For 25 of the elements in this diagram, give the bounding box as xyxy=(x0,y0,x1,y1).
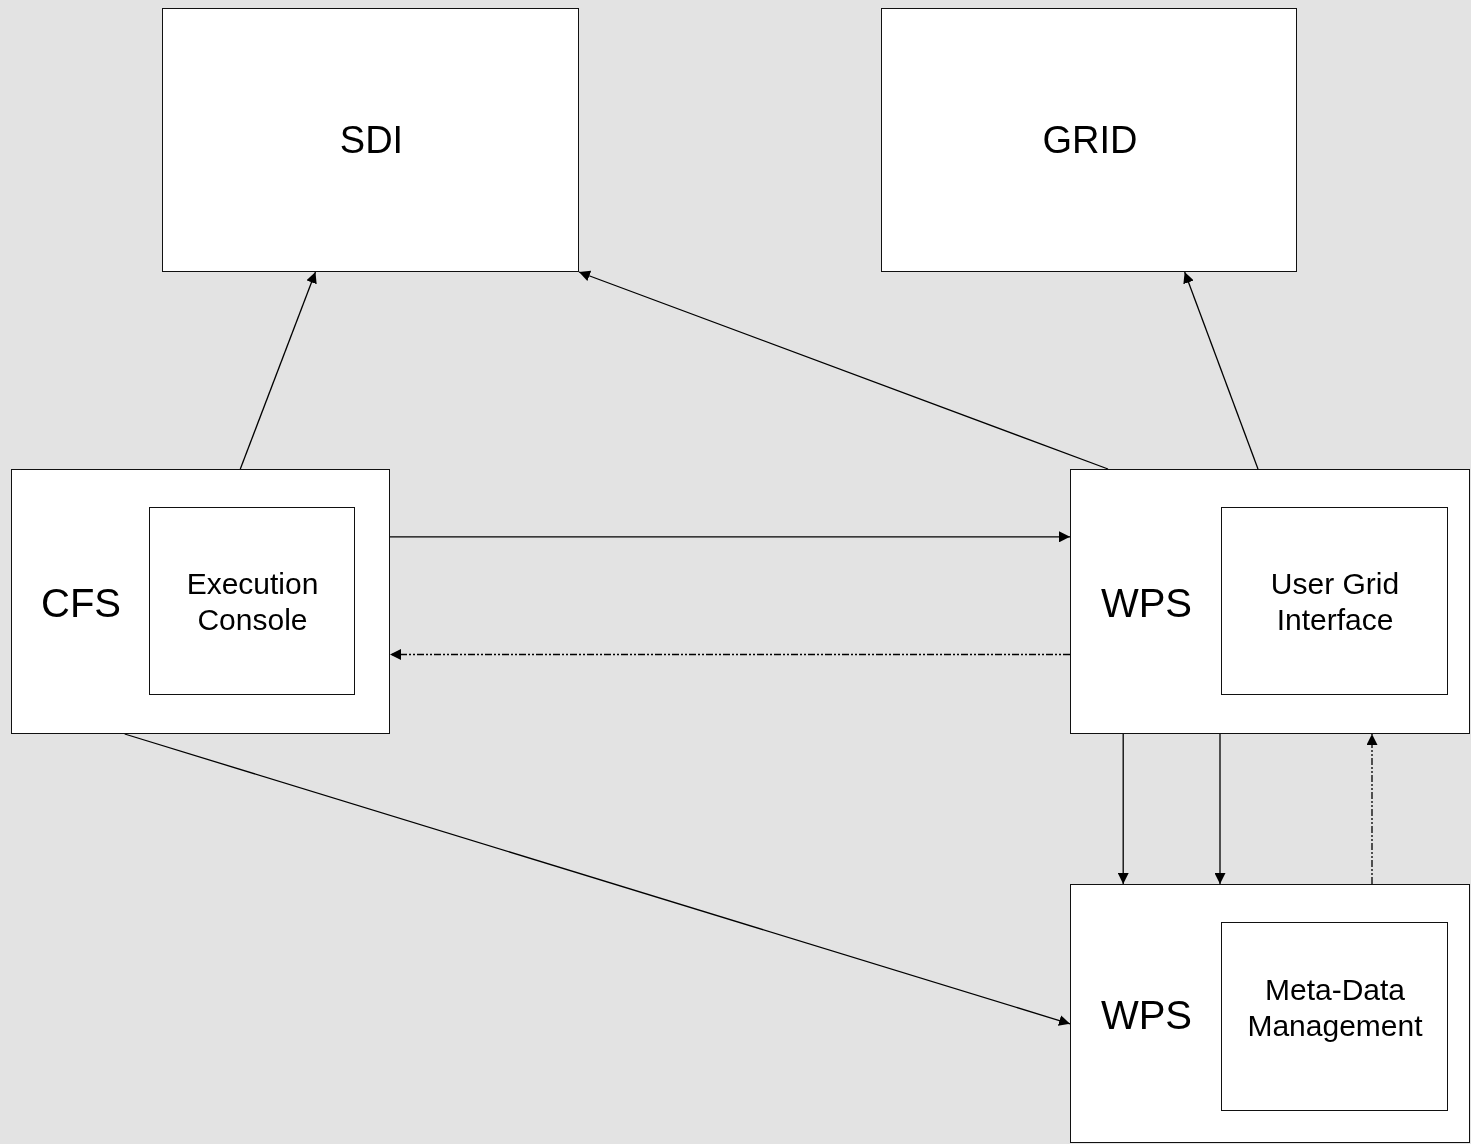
component-box xyxy=(1070,884,1470,1143)
component-label: GRID xyxy=(1042,118,1138,164)
module-label: User Grid Interface xyxy=(1269,565,1401,638)
component-box xyxy=(11,469,390,734)
arrow xyxy=(239,271,317,470)
arrow xyxy=(1117,733,1129,885)
arrow xyxy=(1214,733,1226,885)
module-label: Execution Console xyxy=(185,565,320,638)
component-label: CFS xyxy=(41,579,121,627)
arrow xyxy=(1183,271,1259,470)
module-box xyxy=(1220,506,1448,695)
module-box xyxy=(148,506,355,695)
arrow xyxy=(578,270,1109,470)
component-label: WPS xyxy=(1100,579,1193,627)
arrow xyxy=(124,733,1071,1026)
module-box xyxy=(1220,921,1448,1111)
component-box xyxy=(881,8,1297,272)
arrow xyxy=(389,649,1071,660)
component-box xyxy=(162,8,579,272)
component-box xyxy=(1070,469,1470,734)
arrow xyxy=(389,531,1071,543)
arrow xyxy=(1366,733,1378,885)
component-label: WPS xyxy=(1100,991,1193,1039)
component-label: SDI xyxy=(339,118,404,164)
module-label: Meta-Data Management xyxy=(1246,971,1424,1044)
